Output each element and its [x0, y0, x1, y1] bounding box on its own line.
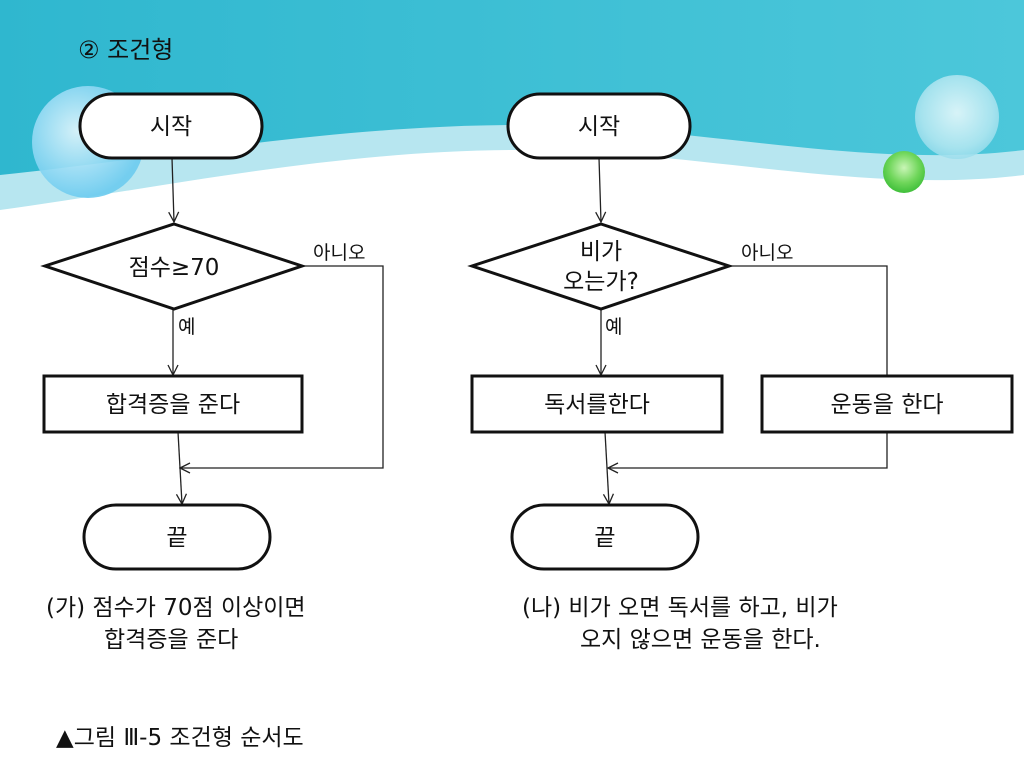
flowchart-a-decision-label: 점수≥70	[129, 255, 220, 281]
flowchart-a-decision-diamond	[40, 222, 307, 311]
decorative-bubble-green	[883, 151, 925, 193]
flowchart-b-end-terminal	[510, 503, 700, 571]
flowchart-a-caption-line1: (가) 점수가 70점 이상이면	[46, 595, 306, 621]
edge-a-decision-no	[180, 265, 384, 468]
edge-b-exercise-to-merge	[608, 432, 888, 468]
flowchart-b-caption-line1: (나) 비가 오면 독서를 하고, 비가	[522, 595, 838, 621]
flowchart-a-caption-line2: 합격증을 준다	[104, 627, 239, 653]
flowchart-b-start-label: 시작	[578, 114, 620, 140]
slide-title: ② 조건형	[78, 36, 174, 64]
edge-b-decision-no	[729, 265, 888, 375]
flowchart-b-no-label: 아니오	[741, 242, 793, 264]
flowchart-b-decision-diamond	[467, 222, 734, 311]
flowchart-b-decision-label-line1: 비가	[580, 239, 622, 265]
flowchart-b-exercise-label: 운동을 한다	[830, 392, 943, 418]
flowchart-a-end-label: 끝	[166, 525, 187, 551]
flowchart-b-caption: (나) 비가 오면 독서를 하고, 비가 오지 않으면 운동을 한다.	[522, 592, 838, 656]
flowchart-a-start-label: 시작	[150, 114, 192, 140]
flowchart-b-read-label: 독서를한다	[544, 392, 650, 418]
flowchart-a-start-terminal	[78, 92, 264, 160]
flowchart-b: 시작 비가 오는가? 아니오 예 독서를한다 운동을 한다 끝	[467, 92, 1014, 571]
flowchart-b-caption-line2: 오지 않으면 운동을 한다.	[580, 627, 821, 653]
flowchart-a-action-label: 합격증을 준다	[106, 392, 240, 418]
edge-b-start-to-decision	[599, 157, 601, 222]
edge-a-start-to-decision	[172, 157, 174, 222]
flowchart-b-start-terminal	[506, 92, 692, 160]
flowchart-b-decision-label-line2: 오는가?	[563, 269, 639, 295]
flowchart-a-end-terminal	[82, 503, 272, 571]
flowchart-a-no-label: 아니오	[313, 242, 365, 264]
flowchart-a-yes-label: 예	[178, 316, 195, 338]
flowchart-a-caption: (가) 점수가 70점 이상이면 합격증을 준다	[46, 592, 306, 656]
flowchart-a-action-box	[42, 374, 304, 434]
flowchart-b-read-box	[470, 374, 724, 434]
flowchart-a: 시작 점수≥70 아니오 예 합격증을 준다 끝	[40, 92, 384, 571]
flowchart-b-end-label: 끝	[594, 525, 615, 551]
flowchart-b-yes-label: 예	[605, 316, 622, 338]
edge-a-action-to-end	[178, 431, 182, 504]
edge-b-action-to-end	[605, 431, 609, 504]
decorative-bubble-right	[915, 75, 999, 159]
flowchart-b-exercise-box	[760, 374, 1014, 434]
figure-caption: ▲그림 Ⅲ-5 조건형 순서도	[56, 725, 304, 751]
